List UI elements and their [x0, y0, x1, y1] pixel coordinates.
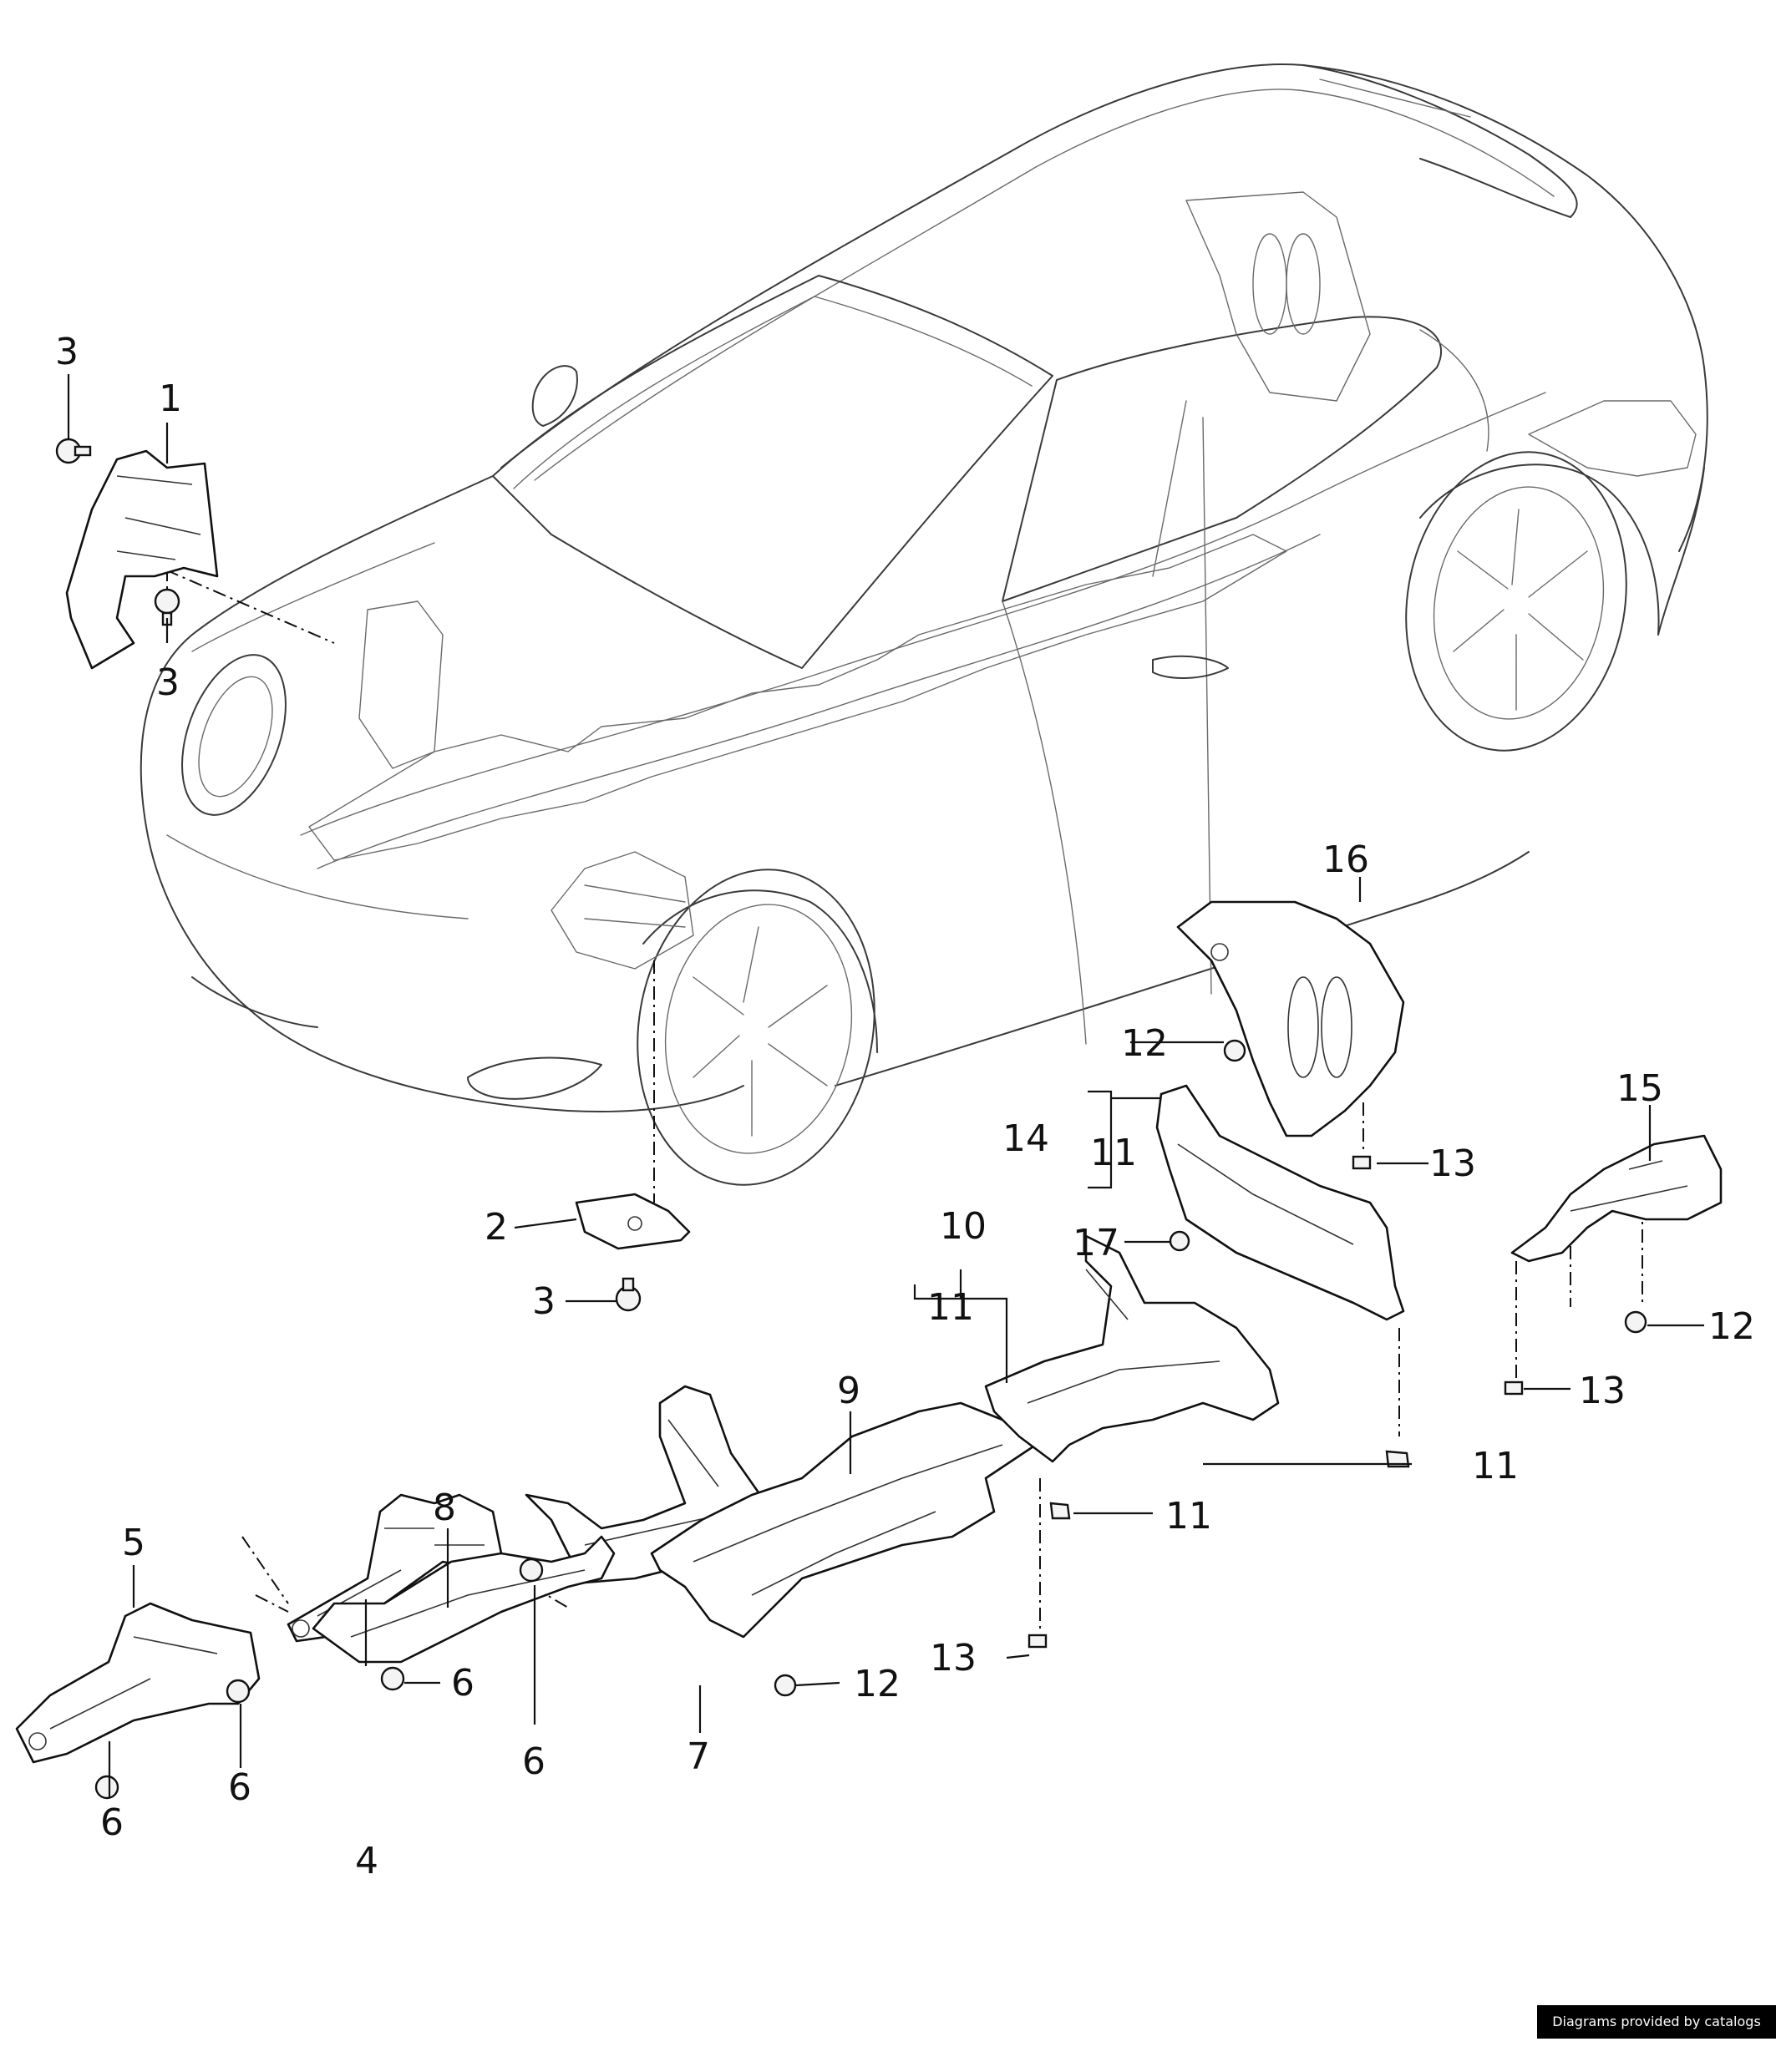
fastener-13-center[interactable] [1028, 1634, 1048, 1649]
callout-12-b: 12 [1121, 1022, 1168, 1065]
fastener-3-bottom[interactable] [615, 1277, 642, 1312]
callout-12-c: 12 [1708, 1305, 1755, 1348]
fastener-17[interactable] [1169, 1230, 1190, 1252]
callout-14-sub-11: 11 [1090, 1132, 1137, 1174]
callout-6-d: 6 [522, 1740, 545, 1783]
fastener-11-right[interactable] [1385, 1450, 1410, 1468]
callout-2: 2 [485, 1206, 508, 1249]
callout-3-bottom: 3 [532, 1280, 556, 1323]
leader-lines [67, 374, 1704, 1798]
part-2-bracket[interactable] [575, 1193, 691, 1250]
fastener-6-part4[interactable] [226, 1679, 251, 1704]
callout-14: 14 [1002, 1117, 1049, 1160]
callout-15: 15 [1616, 1067, 1663, 1110]
callout-9: 9 [837, 1370, 860, 1412]
fastener-6-part7[interactable] [519, 1558, 544, 1583]
callout-3-top: 3 [55, 331, 79, 373]
callout-6-a: 6 [100, 1801, 124, 1844]
fastener-6-part8[interactable] [380, 1666, 405, 1691]
part-14-heat-shield[interactable] [1155, 1084, 1405, 1321]
callout-17: 17 [1073, 1222, 1119, 1264]
callout-7: 7 [687, 1735, 710, 1778]
fastener-6-part5[interactable] [94, 1775, 119, 1800]
part-9-heat-shield[interactable] [650, 1401, 1038, 1639]
part-10-heat-shield[interactable] [984, 1234, 1280, 1463]
part-15-heat-shield[interactable] [1510, 1134, 1723, 1263]
callout-6-c: 6 [451, 1662, 474, 1705]
callout-12-a: 12 [854, 1663, 901, 1705]
callout-13-b: 13 [1429, 1142, 1476, 1185]
diagram-credit: Diagrams provided by catalogs parts [1537, 2005, 1776, 2063]
car-body-outline [140, 63, 1708, 1186]
callout-16: 16 [1322, 838, 1369, 881]
dashline-part6-4 [241, 1536, 289, 1604]
fastener-12-part9[interactable] [774, 1674, 797, 1697]
fastener-12-part16[interactable] [1223, 1039, 1246, 1062]
callout-10: 10 [940, 1205, 987, 1248]
callout-8: 8 [433, 1487, 456, 1529]
callout-1: 1 [159, 377, 182, 420]
callout-13-a: 13 [930, 1637, 977, 1679]
part-1-heat-shield[interactable] [65, 449, 219, 670]
callout-11-a: 11 [1165, 1495, 1212, 1538]
callout-4: 4 [355, 1840, 378, 1882]
callout-11-b: 11 [1472, 1445, 1519, 1487]
dashline-part4 [255, 1594, 289, 1613]
fastener-13-part15[interactable] [1504, 1380, 1524, 1396]
fastener-11-center[interactable] [1049, 1502, 1071, 1520]
fastener-3-top[interactable] [55, 438, 92, 464]
callout-10-sub-11: 11 [927, 1286, 974, 1329]
callout-3-mid: 3 [156, 661, 180, 704]
fastener-12-part15[interactable] [1624, 1310, 1647, 1334]
part-5-heat-shield[interactable] [15, 1602, 261, 1764]
part-16-heat-shield[interactable] [1176, 900, 1405, 1137]
callout-6-b: 6 [228, 1766, 251, 1809]
callout-5: 5 [122, 1522, 145, 1564]
callout-labels: 1 3 3 2 3 5 6 6 4 8 6 6 7 9 12 13 10 11 … [55, 331, 1755, 1882]
callout-13-c: 13 [1579, 1370, 1626, 1412]
fastener-13-part16[interactable] [1352, 1155, 1372, 1170]
dashline-part1 [141, 559, 335, 644]
